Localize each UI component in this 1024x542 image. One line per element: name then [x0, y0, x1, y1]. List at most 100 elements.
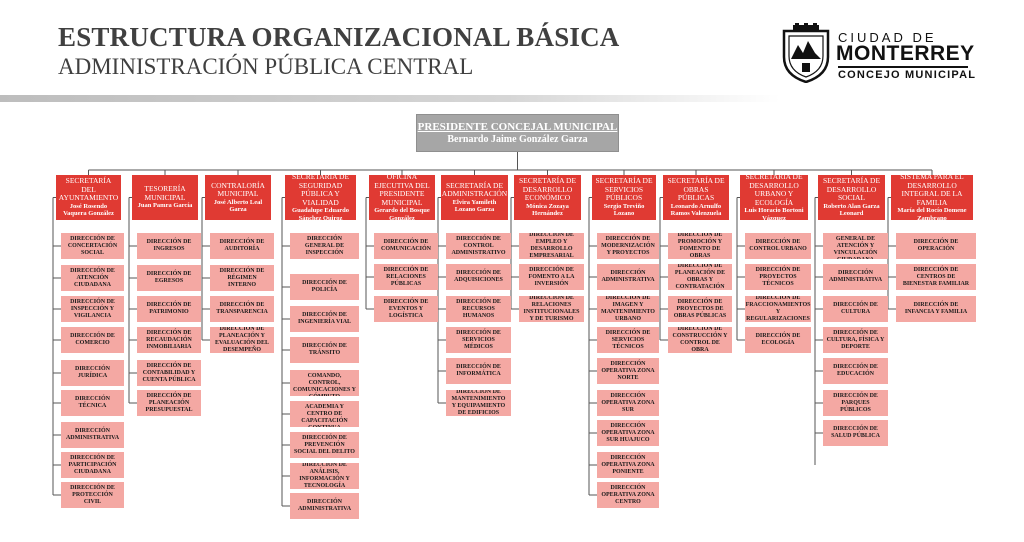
direccion-box: DIRECCIÓN DE CONTROL ADMINISTRATIVO: [446, 233, 511, 259]
secretaria-title: CONTRALORÍA MUNICIPAL: [211, 180, 265, 198]
secretaria-title: SECRETARÍA DE DESARROLLO SOCIAL: [822, 176, 881, 203]
direccion-box: DIRECCIÓN DE PROMOCIÓN Y FOMENTO DE OBRA…: [668, 233, 732, 259]
direccion-box: DIRECCIÓN DE RELACIONES INSTITUCIONALES …: [519, 296, 584, 322]
direccion-box: DIRECCIÓN OPERATIVA ZONA SUR HUAJUCO: [597, 420, 659, 446]
direccion-box: DIRECCIÓN DE PLANEACIÓN Y EVALUACIÓN DEL…: [210, 327, 274, 353]
direccion-box: DIRECCIÓN DE PARTICIPACIÓN CIUDADANA: [61, 452, 124, 478]
direccion-box: DIRECCIÓN DE POLICÍA: [290, 274, 359, 300]
direccion-box: DIRECCIÓN JURÍDICA: [61, 360, 124, 386]
direccion-box: DIRECCIÓN TÉCNICA: [61, 390, 124, 416]
logo-divider: [838, 66, 968, 68]
direccion-box: DIRECCIÓN DE RELACIONES PÚBLICAS: [374, 264, 438, 290]
secretaria-title: SECRETARÍA DE SEGURIDAD PÚBLICA Y VIALID…: [291, 175, 350, 207]
secretaria-title: TESORERÍA MUNICIPAL: [144, 184, 186, 202]
direccion-box: DIRECCIÓN DE RÉGIMEN INTERNO: [210, 265, 274, 291]
direccion-box: DIRECCIÓN DE INGRESOS: [137, 233, 201, 259]
direccion-box: DIRECCIÓN DE TRANSPARENCIA: [210, 296, 274, 322]
direccion-box: DIRECCIÓN DE SERVICIOS MÉDICOS: [446, 327, 511, 353]
secretaria-head-name: José Alberto Leal Garza: [213, 198, 263, 214]
direccion-box: DIRECCIÓN DE INSPECCIÓN Y VIGILANCIA: [61, 296, 124, 322]
direccion-box: DIRECCIÓN DE COMANDO, CONTROL, COMUNICAC…: [290, 370, 359, 396]
direccion-box: DIRECCIÓN DE MANTENIMIENTO Y EQUIPAMIENT…: [446, 390, 511, 416]
direccion-box: DIRECCIÓN DE EDUCACIÓN: [823, 358, 888, 384]
direccion-box: DIRECCIÓN DE EVENTOS Y LOGÍSTICA: [374, 296, 438, 322]
secretaria-head-name: José Rosendo Vaquera González: [63, 202, 114, 218]
secretaria-title: SECRETARÍA DE SERVICIOS PÚBLICOS: [595, 176, 653, 203]
direccion-box: DIRECCIÓN DE CONSTRUCCIÓN Y CONTROL DE O…: [668, 327, 732, 353]
secretaria-head-name: María del Rocío Domene Zambrano: [897, 207, 967, 220]
direccion-box: DIRECCIÓN DE ANÁLISIS, INFORMACIÓN Y TEC…: [290, 463, 359, 489]
direccion-box: DIRECCIÓN DE COMUNICACIÓN: [374, 233, 438, 259]
direccion-box: DIRECCIÓN DE CENTROS DE BIENESTAR FAMILI…: [896, 264, 976, 290]
secretaria-title: OFICINA EJECUTIVA DEL PRESIDENTE MUNICIP…: [374, 175, 430, 207]
direccion-box: DIRECCIÓN DE PREVENCIÓN SOCIAL DEL DELIT…: [290, 432, 359, 458]
direccion-box: DIRECCIÓN DE PROYECTOS DE OBRAS PÚBLICAS: [668, 296, 732, 322]
direccion-box: DIRECCIÓN DE PROTECCIÓN CIVIL: [61, 482, 124, 508]
direccion-box: DIRECCIÓN GENERAL DE INSPECCIÓN: [290, 233, 359, 259]
direccion-box: DIRECCIÓN DE MODERNIZACIÓN Y PROYECTOS: [597, 233, 659, 259]
direccion-box: DIRECCIÓN DE CONCERTACIÓN SOCIAL: [61, 233, 124, 259]
direccion-box: DIRECCIÓN ADMINISTRATIVA: [823, 264, 888, 290]
direccion-box: DIRECCIÓN DE PATRIMONIO: [137, 296, 201, 322]
direccion-box: DIRECCIÓN DE EGRESOS: [137, 265, 201, 291]
logo-text-ciudad-de: CIUDAD DE: [838, 30, 937, 45]
direccion-box: DIRECCIÓN DE CULTURA, FÍSICA Y DEPORTE: [823, 327, 888, 353]
secretaria-head-name: Mónica Zozaya Hernández: [526, 202, 569, 218]
direccion-box: DIRECCIÓN DE OPERACIÓN: [896, 233, 976, 259]
secretaria-head-name: Juan Pamra García: [137, 202, 193, 210]
direccion-box: DIRECCIÓN DE PROYECTOS TÉCNICOS: [745, 264, 811, 290]
secretaria-head-name: Sergio Treviño Lozano: [603, 202, 645, 218]
secretaria-title: SECRETARÍA DE OBRAS PÚBLICAS: [667, 176, 725, 203]
direccion-box: DIRECCIÓN DE CULTURA: [823, 296, 888, 322]
secretaria-title: SECRETARÍA DE ADMINISTRACIÓN: [441, 180, 508, 198]
direccion-box: DIRECCIÓN DE INGENIERÍA VIAL: [290, 306, 359, 332]
secretaria-box: SISTEMA PARA EL DESARROLLO INTEGRAL DE L…: [891, 175, 973, 220]
direccion-box: DIRECCIÓN DE PARQUES PÚBLICOS: [823, 390, 888, 416]
direccion-box: DIRECCIÓN DE FOMENTO A LA INVERSIÓN: [519, 264, 584, 290]
direccion-box: DIRECCIÓN ADMINISTRATIVA: [61, 422, 124, 448]
direccion-box: DIRECCIÓN ADMINISTRATIVA: [290, 493, 359, 519]
page-title: ESTRUCTURA ORGANIZACIONAL BÁSICA: [58, 22, 620, 52]
direccion-box: DIRECCIÓN ADMINISTRATIVA: [597, 264, 659, 290]
secretaria-head-name: Luis Horacio Bortoni Vázquez: [744, 207, 804, 220]
direccion-box: DIRECCIÓN DE ADQUISICIONES: [446, 264, 511, 290]
direccion-box: DIRECCIÓN OPERATIVA ZONA CENTRO: [597, 482, 659, 508]
direccion-box: DIRECCIÓN DE RECAUDACIÓN INMOBILIARIA: [137, 327, 201, 353]
secretaria-box: SECRETARÍA DE SEGURIDAD PÚBLICA Y VIALID…: [285, 175, 356, 220]
direccion-box: DIRECCIÓN DE ECOLOGÍA: [745, 327, 811, 353]
secretaria-head-name: Guadalupe Eduardo Sánchez Quiroz: [292, 207, 349, 220]
secretaria-title: SECRETARÍA DEL AYUNTAMIENTO: [58, 176, 119, 203]
direccion-box: DIRECCIÓN DE PLANEACIÓN DE OBRAS Y CONTR…: [668, 264, 732, 290]
president-title: PRESIDENTE CONCEJAL MUNICIPAL: [417, 120, 618, 133]
monterrey-logo: CIUDAD DE MONTERREY CONCEJO MUNICIPAL: [781, 23, 975, 83]
direccion-box: DIRECCIÓN DE IMAGEN Y MANTENIMIENTO URBA…: [597, 296, 659, 322]
direccion-box: DIRECCIÓN DE PLANEACIÓN PRESUPUESTAL: [137, 390, 201, 416]
direccion-box: DIRECCIÓN DE INFANCIA Y FAMILIA: [896, 296, 976, 322]
direccion-box: DIRECCIÓN OPERATIVA ZONA PONIENTE: [597, 452, 659, 478]
president-name: Bernardo Jaime González Garza: [447, 133, 588, 145]
direccion-box: DIRECCIÓN DE EMPLEO Y DESARROLLO EMPRESA…: [519, 233, 584, 259]
direccion-box: DIRECCIÓN DE CONTABILIDAD Y CUENTA PÚBLI…: [137, 360, 201, 386]
direccion-box: DIRECCIÓN DE TRÁNSITO: [290, 337, 359, 363]
direccion-box: DIRECCIÓN DE ATENCIÓN CIUDADANA: [61, 265, 124, 291]
direccion-box: DIRECCIÓN DE SERVICIOS TÉCNICOS: [597, 327, 659, 353]
secretaria-title: SECRETARÍA DE DESARROLLO ECONÓMICO: [518, 176, 577, 203]
secretaria-head-name: Gerardo del Bosque González: [374, 207, 430, 220]
secretaria-title: SISTEMA PARA EL DESARROLLO INTEGRAL DE L…: [900, 175, 964, 207]
secretaria-box: OFICINA EJECUTIVA DEL PRESIDENTE MUNICIP…: [369, 175, 435, 220]
secretaria-box: SECRETARÍA DE DESARROLLO URBANO Y ECOLOG…: [740, 175, 808, 220]
direccion-box: DIRECCIÓN GENERAL DE ATENCIÓN Y VINCULAC…: [823, 233, 888, 259]
direccion-box: DIRECCIÓN DE CONTROL URBANO: [745, 233, 811, 259]
secretaria-head-name: Leonardo Arnulfo Ramos Valenzuela: [670, 202, 722, 218]
secretaria-head-name: Roberto Alan Garza Leonard: [823, 202, 880, 218]
page-subtitle: ADMINISTRACIÓN PÚBLICA CENTRAL: [58, 54, 474, 79]
direccion-box: DIRECCIÓN OPERATIVA ZONA NORTE: [597, 358, 659, 384]
